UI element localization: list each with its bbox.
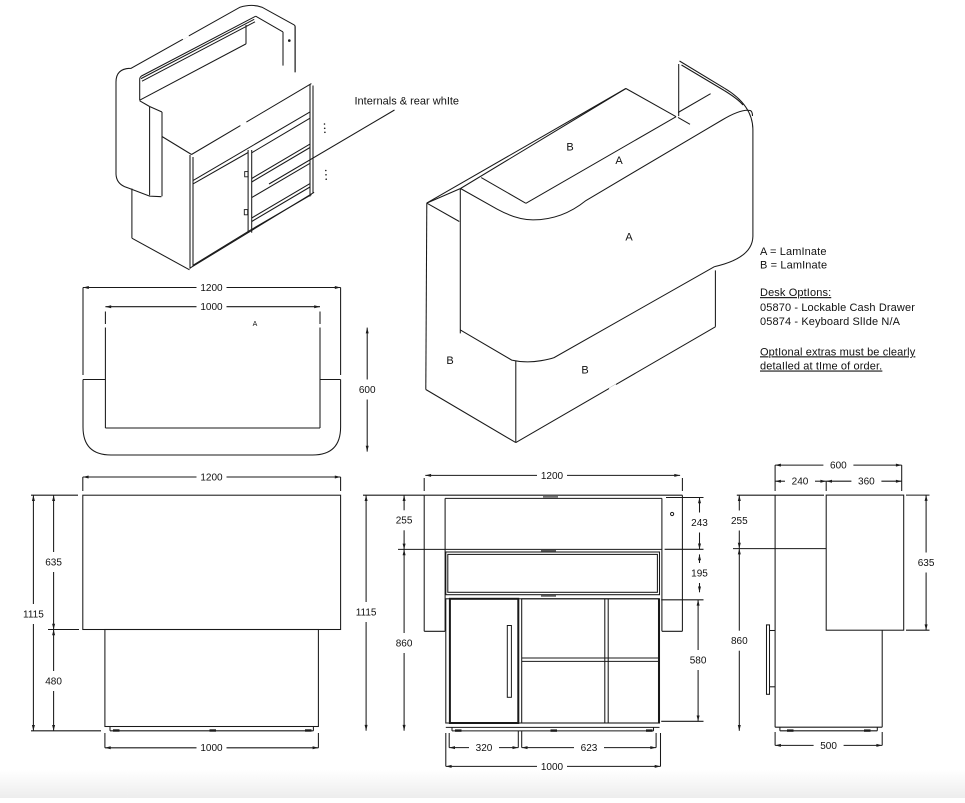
svg-text:600: 600 <box>830 461 847 472</box>
svg-text:1000: 1000 <box>200 743 223 754</box>
svg-text:Desk OptIons:: Desk OptIons: <box>760 287 831 299</box>
svg-text:1000: 1000 <box>200 302 223 313</box>
svg-text:Internals & rear whIte: Internals & rear whIte <box>355 96 460 108</box>
svg-text:500: 500 <box>820 741 837 752</box>
svg-text:05870 - Lockable Cash Drawer: 05870 - Lockable Cash Drawer <box>760 302 915 314</box>
svg-text:320: 320 <box>476 743 493 754</box>
svg-text:A: A <box>253 321 258 328</box>
svg-text:243: 243 <box>691 518 708 529</box>
svg-text:B: B <box>566 142 573 154</box>
svg-text:1200: 1200 <box>200 472 223 483</box>
svg-text:A: A <box>615 155 623 167</box>
svg-text:B: B <box>446 355 453 367</box>
svg-text:B: B <box>581 365 588 377</box>
svg-text:1200: 1200 <box>200 283 223 294</box>
svg-text:A: A <box>625 232 633 244</box>
svg-text:860: 860 <box>396 638 413 649</box>
svg-text:05874 - Keyboard SlIde N/A: 05874 - Keyboard SlIde N/A <box>760 316 901 328</box>
svg-text:635: 635 <box>45 557 62 568</box>
svg-text:255: 255 <box>731 516 748 527</box>
svg-text:600: 600 <box>359 385 376 396</box>
svg-text:1200: 1200 <box>541 471 564 482</box>
svg-text:240: 240 <box>792 477 809 488</box>
svg-text:A = LamInate: A = LamInate <box>760 246 827 258</box>
svg-text:360: 360 <box>858 477 875 488</box>
svg-text:detaIled at tIme of order.: detaIled at tIme of order. <box>760 361 882 373</box>
svg-text:860: 860 <box>731 636 748 647</box>
svg-text:1000: 1000 <box>541 762 564 773</box>
svg-text:195: 195 <box>691 568 708 579</box>
svg-text:580: 580 <box>690 655 707 666</box>
svg-text:480: 480 <box>45 676 62 687</box>
svg-text:255: 255 <box>396 516 413 527</box>
svg-text:1115: 1115 <box>356 607 377 618</box>
svg-text:635: 635 <box>918 558 935 569</box>
svg-text:623: 623 <box>581 743 598 754</box>
svg-text:OptIonal extras must be clearl: OptIonal extras must be clearly <box>760 346 916 358</box>
svg-text:B = LamInate: B = LamInate <box>760 259 827 271</box>
svg-text:1115: 1115 <box>23 609 44 620</box>
